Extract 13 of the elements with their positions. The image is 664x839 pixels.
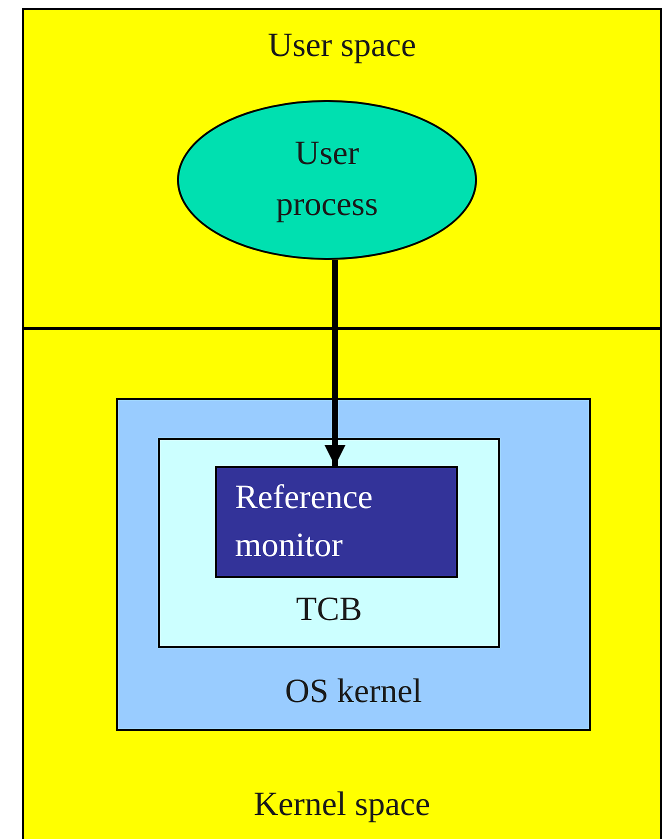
node-label: User process [275, 134, 379, 225]
node-label: User space [266, 26, 418, 66]
node-label: Kernel space [252, 785, 432, 825]
kernel-space-band [22, 328, 662, 839]
user-space-band [22, 8, 662, 329]
process-ellipse [177, 100, 477, 260]
monitor-box [215, 466, 458, 578]
tcb-box [158, 438, 500, 648]
node-label: Reference monitor [235, 478, 374, 566]
arrow [324, 260, 346, 466]
kernel-box [116, 398, 591, 731]
node-label: TCB [294, 590, 364, 630]
node-label: OS kernel [284, 672, 423, 712]
